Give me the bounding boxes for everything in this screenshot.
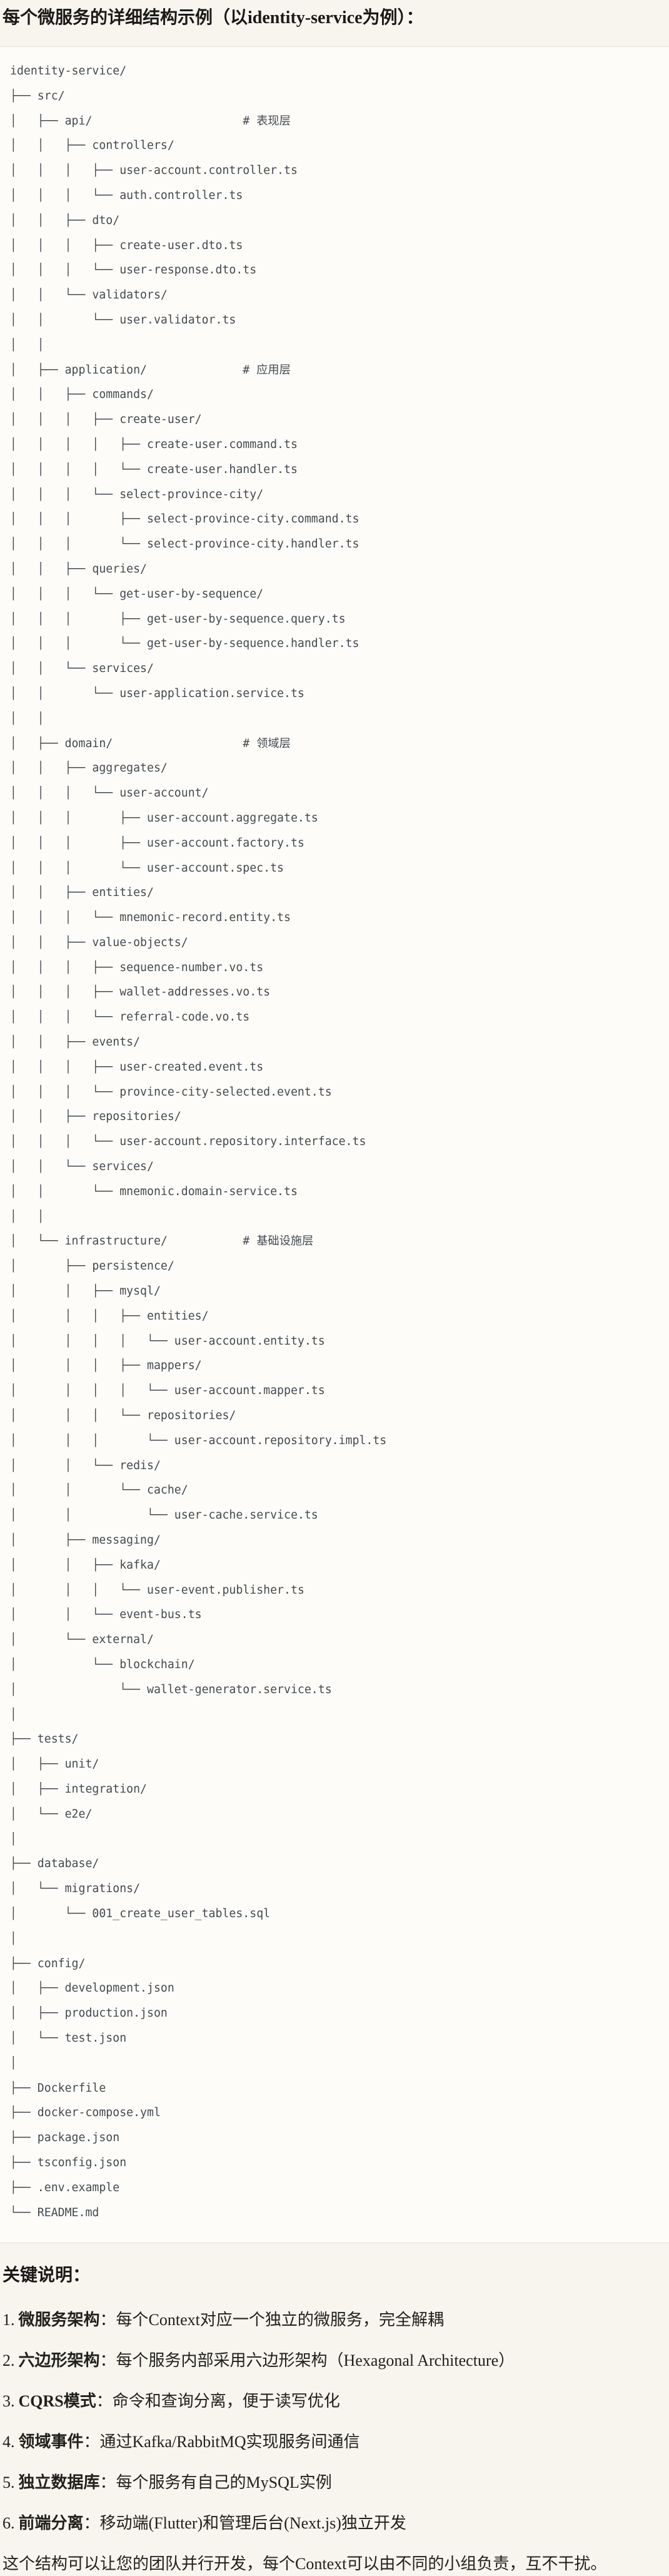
note-number: 4. <box>3 2433 15 2451</box>
note-term: CQRS模式 <box>18 2392 96 2411</box>
note-description: ：命令和查询分离，便于读写优化 <box>96 2392 340 2411</box>
note-number: 2. <box>3 2351 15 2370</box>
key-notes-heading: 关键说明： <box>3 2266 91 2286</box>
summary-paragraph: 这个结构可以让您的团队并行开发，每个Context可以由不同的小组负责，互不干扰… <box>3 2555 607 2573</box>
note-description: ：通过Kafka/RabbitMQ实现服务间通信 <box>83 2433 360 2451</box>
note-item-4: 4.领域事件：通过Kafka/RabbitMQ实现服务间通信 <box>3 2431 666 2452</box>
note-term: 微服务架构 <box>18 2311 100 2329</box>
key-notes-section: 关键说明： 1.微服务架构：每个Context对应一个独立的微服务，完全解耦 2… <box>0 2264 669 2574</box>
note-item-3: 3.CQRS模式：命令和查询分离，便于读写优化 <box>3 2391 666 2411</box>
note-item-1: 1.微服务架构：每个Context对应一个独立的微服务，完全解耦 <box>3 2309 666 2330</box>
note-number: 6. <box>3 2514 15 2533</box>
note-item-6: 6.前端分离：移动端(Flutter)和管理后台(Next.js)独立开发 <box>3 2513 666 2533</box>
note-term: 前端分离 <box>18 2514 84 2533</box>
note-number: 3. <box>3 2392 15 2411</box>
note-term: 独立数据库 <box>18 2473 100 2492</box>
note-description: ：每个服务有自己的MySQL实例 <box>99 2473 332 2492</box>
directory-tree-code-block: identity-service/ ├── src/ │ ├── api/ # … <box>0 46 669 2244</box>
note-item-5: 5.独立数据库：每个服务有自己的MySQL实例 <box>3 2472 666 2493</box>
note-number: 1. <box>3 2311 15 2329</box>
note-description: ：移动端(Flutter)和管理后台(Next.js)独立开发 <box>83 2514 406 2533</box>
note-item-2: 2.六边形架构：每个服务内部采用六边形架构（Hexagonal Architec… <box>3 2350 666 2371</box>
note-description: ：每个Context对应一个独立的微服务，完全解耦 <box>99 2311 444 2329</box>
note-term: 领域事件 <box>18 2433 84 2451</box>
note-number: 5. <box>3 2473 15 2492</box>
page-title: 每个微服务的详细结构示例（以identity-service为例）： <box>3 8 424 28</box>
note-description: ：每个服务内部采用六边形架构（Hexagonal Architecture） <box>99 2351 515 2370</box>
note-term: 六边形架构 <box>18 2351 100 2370</box>
